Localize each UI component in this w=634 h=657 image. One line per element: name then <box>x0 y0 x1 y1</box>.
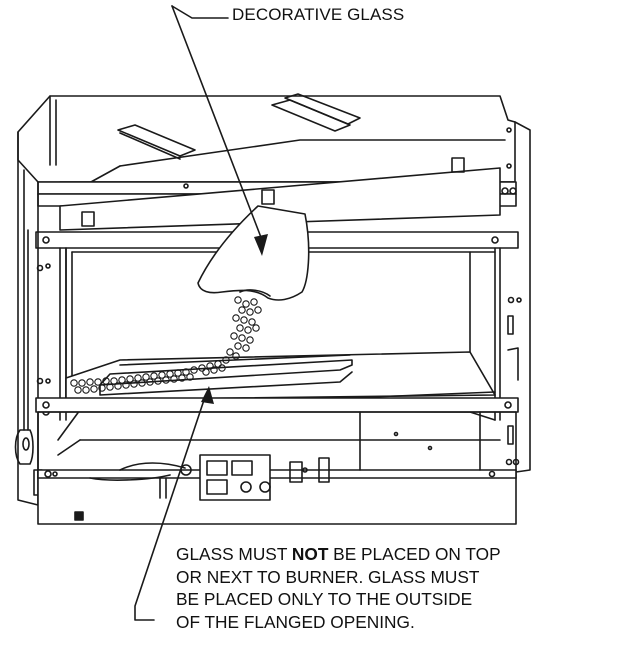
gas-valve-assembly <box>89 454 330 501</box>
glass-bag-icon <box>197 205 310 301</box>
burner-tray <box>57 351 496 441</box>
callout-leader-top <box>171 5 263 241</box>
warning-emphasis: NOT <box>291 544 329 564</box>
warning-text: GLASS MUST NOT BE PLACED ON TOP OR NEXT … <box>176 543 626 633</box>
glass-bead-icon <box>70 296 262 394</box>
warning-line-3: BE PLACED ONLY TO THE OUTSIDE <box>176 589 473 609</box>
arrowhead-top <box>254 234 268 256</box>
arrowhead-bottom <box>201 386 214 404</box>
control-compartment <box>37 411 517 525</box>
firebox-lower-rail <box>35 397 519 479</box>
warning-line-1-suffix: BE PLACED ON TOP <box>328 544 501 564</box>
warning-line-1: GLASS MUST NOT BE PLACED ON TOP <box>176 543 626 566</box>
callout-leader-bottom <box>134 399 205 621</box>
decorative-glass-label: DECORATIVE GLASS <box>232 5 405 24</box>
warning-line-4: OF THE FLANGED OPENING. <box>176 611 415 632</box>
warning-line-1-prefix: GLASS MUST <box>176 544 292 564</box>
warning-line-2: OR NEXT TO BURNER. GLASS MUST <box>176 566 480 587</box>
